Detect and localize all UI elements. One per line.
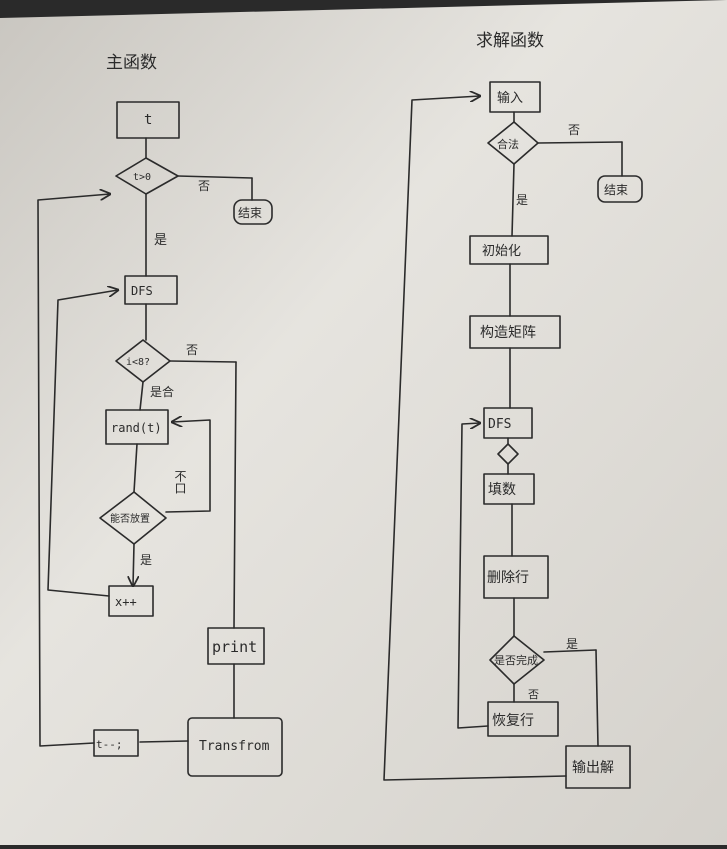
build-box: [469, 315, 561, 349]
no2-label: 否: [186, 343, 198, 357]
input-box: [489, 81, 541, 113]
cond-can-place-label: 能否放置: [110, 512, 150, 525]
yes-a-label: 是: [516, 193, 528, 207]
end-box-left-label: 结束: [238, 206, 262, 220]
fill-box-label: 填数: [488, 482, 516, 498]
restore-box: [487, 701, 559, 737]
left-title: 主函数: [106, 53, 157, 73]
no-a-label: 否: [568, 123, 580, 137]
end-box-right-label: 结束: [604, 183, 628, 197]
dec-box-label: t--;: [96, 738, 123, 751]
build-box-label: 构造矩阵: [480, 325, 536, 341]
transform-box-label: Transfrom: [199, 739, 270, 754]
no-side-label: 不口: [173, 470, 187, 494]
init-box: [469, 235, 549, 265]
yes1-label: 是: [154, 233, 167, 248]
cond-t-gt-0-label: t>0: [133, 172, 151, 183]
right-flowchart: 求解函数 输入 合法 否 结束 是 初始化 构造矩阵 DFS 填数 删除行 是否…: [383, 31, 643, 789]
dfs-box-left: [124, 275, 178, 305]
end-box-left: [233, 199, 273, 225]
yes-b-label: 是: [566, 637, 578, 651]
delete-box-label: 删除行: [487, 570, 529, 586]
start-box: [116, 101, 180, 139]
inc-box: [108, 585, 154, 617]
no1-label: 否: [198, 179, 210, 193]
left-flowchart: 主函数 t t>0 否 结束 是 DFS i<8? 是合 否 rand(t) 能…: [37, 53, 283, 777]
dfs-box-left-label: DFS: [131, 284, 153, 298]
transform-box: [187, 717, 283, 777]
no-b-label: 否: [528, 688, 539, 701]
fit-label: 是合: [150, 384, 174, 399]
init-box-label: 初始化: [482, 244, 521, 259]
delete-box: [483, 555, 549, 599]
restore-box-label: 恢复行: [492, 712, 534, 729]
random-box-label: rand(t): [111, 421, 162, 435]
end-box-right: [597, 175, 643, 203]
input-box-label: 输入: [497, 90, 523, 106]
print-box: [207, 627, 265, 665]
cond-i-lt-8-label: i<8?: [126, 357, 150, 368]
output-box: [565, 745, 631, 789]
start-box-label: t: [144, 112, 152, 128]
cond-valid-label: 合法: [497, 137, 519, 151]
fill-box: [483, 473, 535, 505]
cond-done-label: 是否完成: [494, 653, 538, 667]
right-title: 求解函数: [476, 31, 544, 51]
output-box-label: 输出解: [572, 760, 614, 776]
inc-box-label: x++: [115, 595, 137, 609]
yes2-label: 是: [140, 553, 152, 567]
print-box-label: print: [212, 638, 257, 656]
dfs-box-right-label: DFS: [488, 417, 511, 432]
